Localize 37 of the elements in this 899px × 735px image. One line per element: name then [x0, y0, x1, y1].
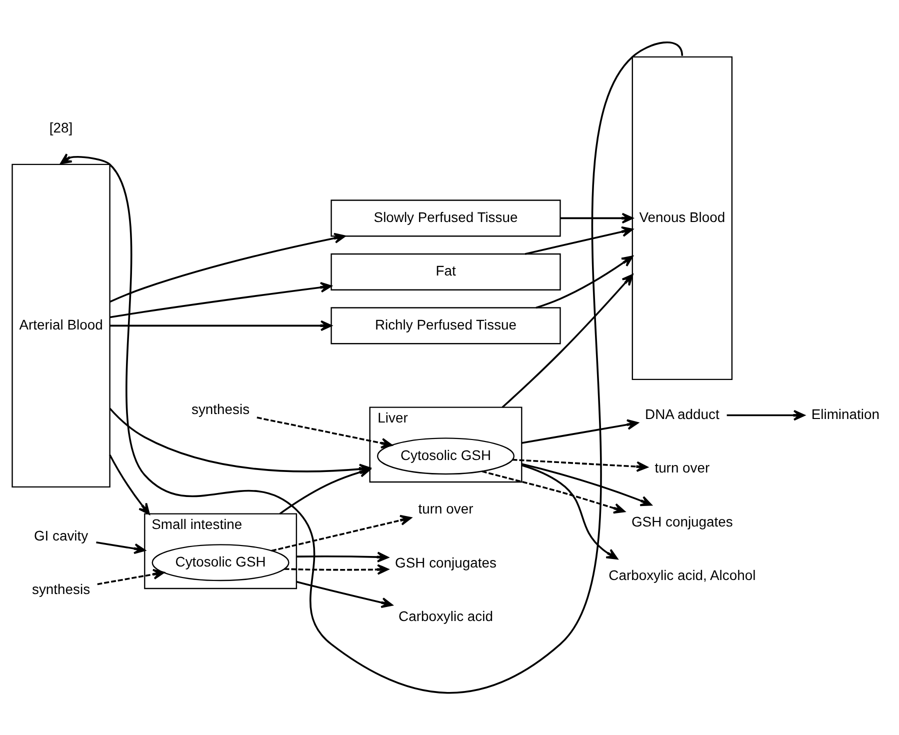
arrow	[296, 580, 393, 608]
node-box: Venous Blood	[632, 56, 733, 380]
node-text: Elimination	[811, 406, 880, 422]
arrow	[110, 232, 346, 303]
node-text: synthesis	[32, 581, 90, 598]
node-text: DNA adduct	[645, 406, 720, 422]
arrow	[271, 514, 412, 552]
arrow	[97, 568, 164, 586]
node-text: synthesis	[192, 400, 250, 417]
node-text: GSH conjugates	[395, 554, 496, 570]
node-box: Richly Perfused Tissue	[330, 307, 561, 344]
arrow	[296, 552, 389, 562]
arrow	[521, 463, 652, 506]
arrow	[726, 410, 805, 421]
node-box: Slowly Perfused Tissue	[330, 200, 561, 237]
node-text: Carboxylic acid, Alcohol	[608, 567, 756, 584]
arrow	[96, 541, 146, 554]
arrow	[521, 464, 618, 560]
node-text: turn over	[418, 500, 474, 517]
arrow	[279, 466, 371, 515]
arrow	[512, 458, 648, 472]
node-box: Arterial Blood	[12, 164, 110, 488]
arrow	[522, 419, 638, 444]
node-text: GSH conjugates	[631, 513, 733, 530]
arrow	[109, 454, 150, 515]
arrow	[502, 274, 634, 408]
arrow	[110, 320, 332, 332]
node-text: turn over	[654, 460, 710, 476]
node-box: Fat	[330, 253, 561, 290]
arrow	[256, 416, 393, 448]
arrow	[482, 470, 626, 514]
node-text: Carboxylic acid	[398, 608, 493, 624]
node-text: GI cavity	[34, 527, 88, 544]
label: [28]	[49, 119, 73, 136]
arrow	[110, 282, 332, 318]
arrow	[284, 564, 389, 575]
arrow	[560, 212, 634, 224]
